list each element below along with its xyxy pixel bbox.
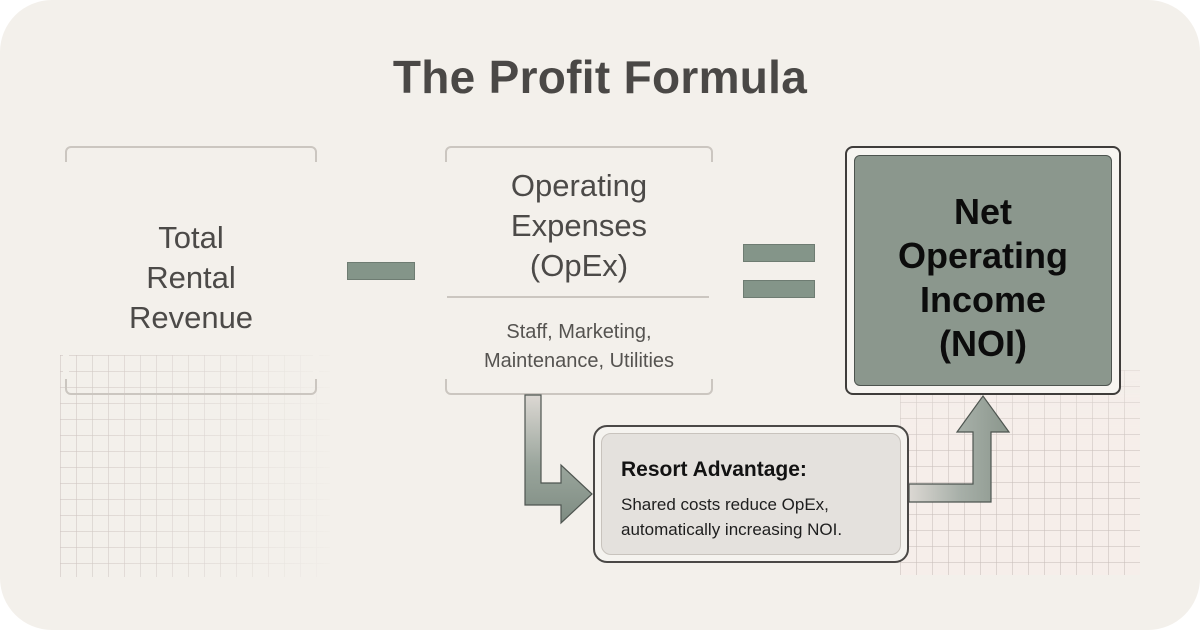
revenue-label-line: Revenue (128, 300, 254, 335)
revenue-box: Total Rental Revenue (63, 146, 319, 395)
opex-label-line: Operating (510, 168, 648, 203)
opex-box: Operating Expenses (OpEx) Staff, Marketi… (443, 146, 715, 395)
noi-label-line: Net (953, 191, 1012, 232)
equals-operator-icon (743, 244, 815, 262)
noi-label-line: (NOI) (939, 323, 1027, 364)
page-title: The Profit Formula (392, 51, 808, 103)
background-grid-left (60, 355, 330, 577)
background-grid-right (900, 370, 1140, 575)
callout-title: Resort Advantage: (621, 458, 807, 481)
opex-label-line: Expenses (510, 208, 648, 243)
opex-label: Operating Expenses (OpEx) (447, 166, 711, 286)
revenue-label: Total Rental Revenue (67, 218, 315, 338)
opex-divider (447, 296, 711, 298)
revenue-label-line: Rental (146, 260, 236, 295)
opex-label-line: (OpEx) (529, 248, 629, 283)
opex-detail-line: Maintenance, Utilities (483, 350, 675, 372)
minus-operator-icon (347, 262, 415, 280)
resort-advantage-callout-fill: Resort Advantage: Shared costs reduce Op… (601, 433, 901, 555)
opex-detail: Staff, Marketing, Maintenance, Utilities (447, 318, 711, 376)
callout-body: Shared costs reduce OpEx, automatically … (621, 492, 842, 542)
noi-box-fill: Net Operating Income (NOI) (854, 155, 1112, 386)
noi-box: Net Operating Income (NOI) (845, 146, 1121, 395)
callout-body-line: automatically increasing NOI. (621, 520, 843, 539)
equals-operator-icon (743, 280, 815, 298)
noi-label-line: Operating (897, 235, 1068, 276)
noi-label: Net Operating Income (NOI) (855, 190, 1111, 366)
revenue-label-line: Total (158, 220, 224, 255)
opex-detail-line: Staff, Marketing, (506, 321, 652, 343)
noi-label-line: Income (919, 279, 1047, 320)
callout-body-line: Shared costs reduce OpEx, (621, 495, 829, 514)
resort-advantage-callout: Resort Advantage: Shared costs reduce Op… (593, 425, 909, 563)
arrow-down-right-icon (524, 394, 593, 525)
